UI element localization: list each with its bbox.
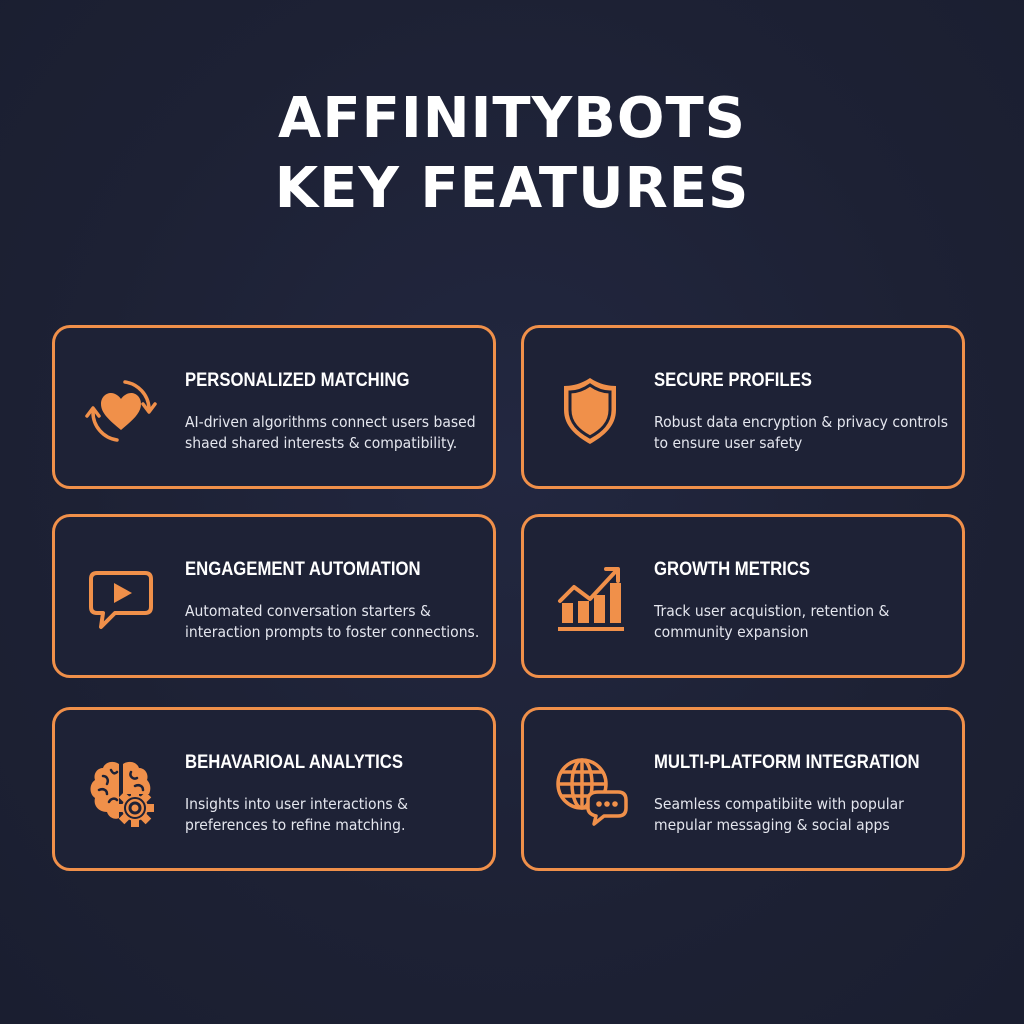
feature-title: SECURE PROFILES: [654, 370, 812, 391]
feature-description: AI-driven algorithms connect users based…: [185, 413, 476, 452]
title-line-1: AFFINITYBOTS: [278, 86, 746, 151]
feature-description: Robust data encryption & privacy control…: [654, 413, 948, 452]
globe-chat-icon: [548, 750, 632, 834]
feature-card-engagement-automation: ENGAGEMENT AUTOMATION Automated conversa…: [52, 514, 496, 678]
title-line-2: KEY FEATURES: [274, 156, 750, 221]
brain-gear-icon: [79, 750, 163, 834]
feature-card-multi-platform-integration: MULTI-PLATFORM INTEGRATION Seamless comp…: [521, 707, 965, 871]
feature-card-secure-profiles: SECURE PROFILES Robust data encryption &…: [521, 325, 965, 489]
heart-cycle-icon: [79, 368, 163, 452]
feature-title: PERSONALIZED MATCHING: [185, 370, 410, 391]
feature-description: Track user acquistion, retention & commu…: [654, 602, 890, 641]
growth-chart-icon: [548, 557, 632, 641]
feature-card-personalized-matching: PERSONALIZED MATCHING AI-driven algorith…: [52, 325, 496, 489]
feature-card-behavioral-analytics: BEHAVARIOAL ANALYTICS Insights into user…: [52, 707, 496, 871]
shield-icon: [548, 368, 632, 452]
feature-description: Insights into user interactions & prefer…: [185, 795, 409, 834]
feature-title: GROWTH METRICS: [654, 559, 811, 580]
page-title: AFFINITYBOTS KEY FEATURES: [0, 84, 1024, 224]
chat-play-icon: [79, 557, 163, 641]
feature-description: Seamless compatibiite with popular mepul…: [654, 795, 904, 834]
feature-card-growth-metrics: GROWTH METRICS Track user acquistion, re…: [521, 514, 965, 678]
feature-title: ENGAGEMENT AUTOMATION: [185, 559, 421, 580]
feature-title: MULTI-PLATFORM INTEGRATION: [654, 752, 920, 773]
feature-description: Automated conversation starters & intera…: [185, 602, 480, 641]
feature-title: BEHAVARIOAL ANALYTICS: [185, 752, 404, 773]
